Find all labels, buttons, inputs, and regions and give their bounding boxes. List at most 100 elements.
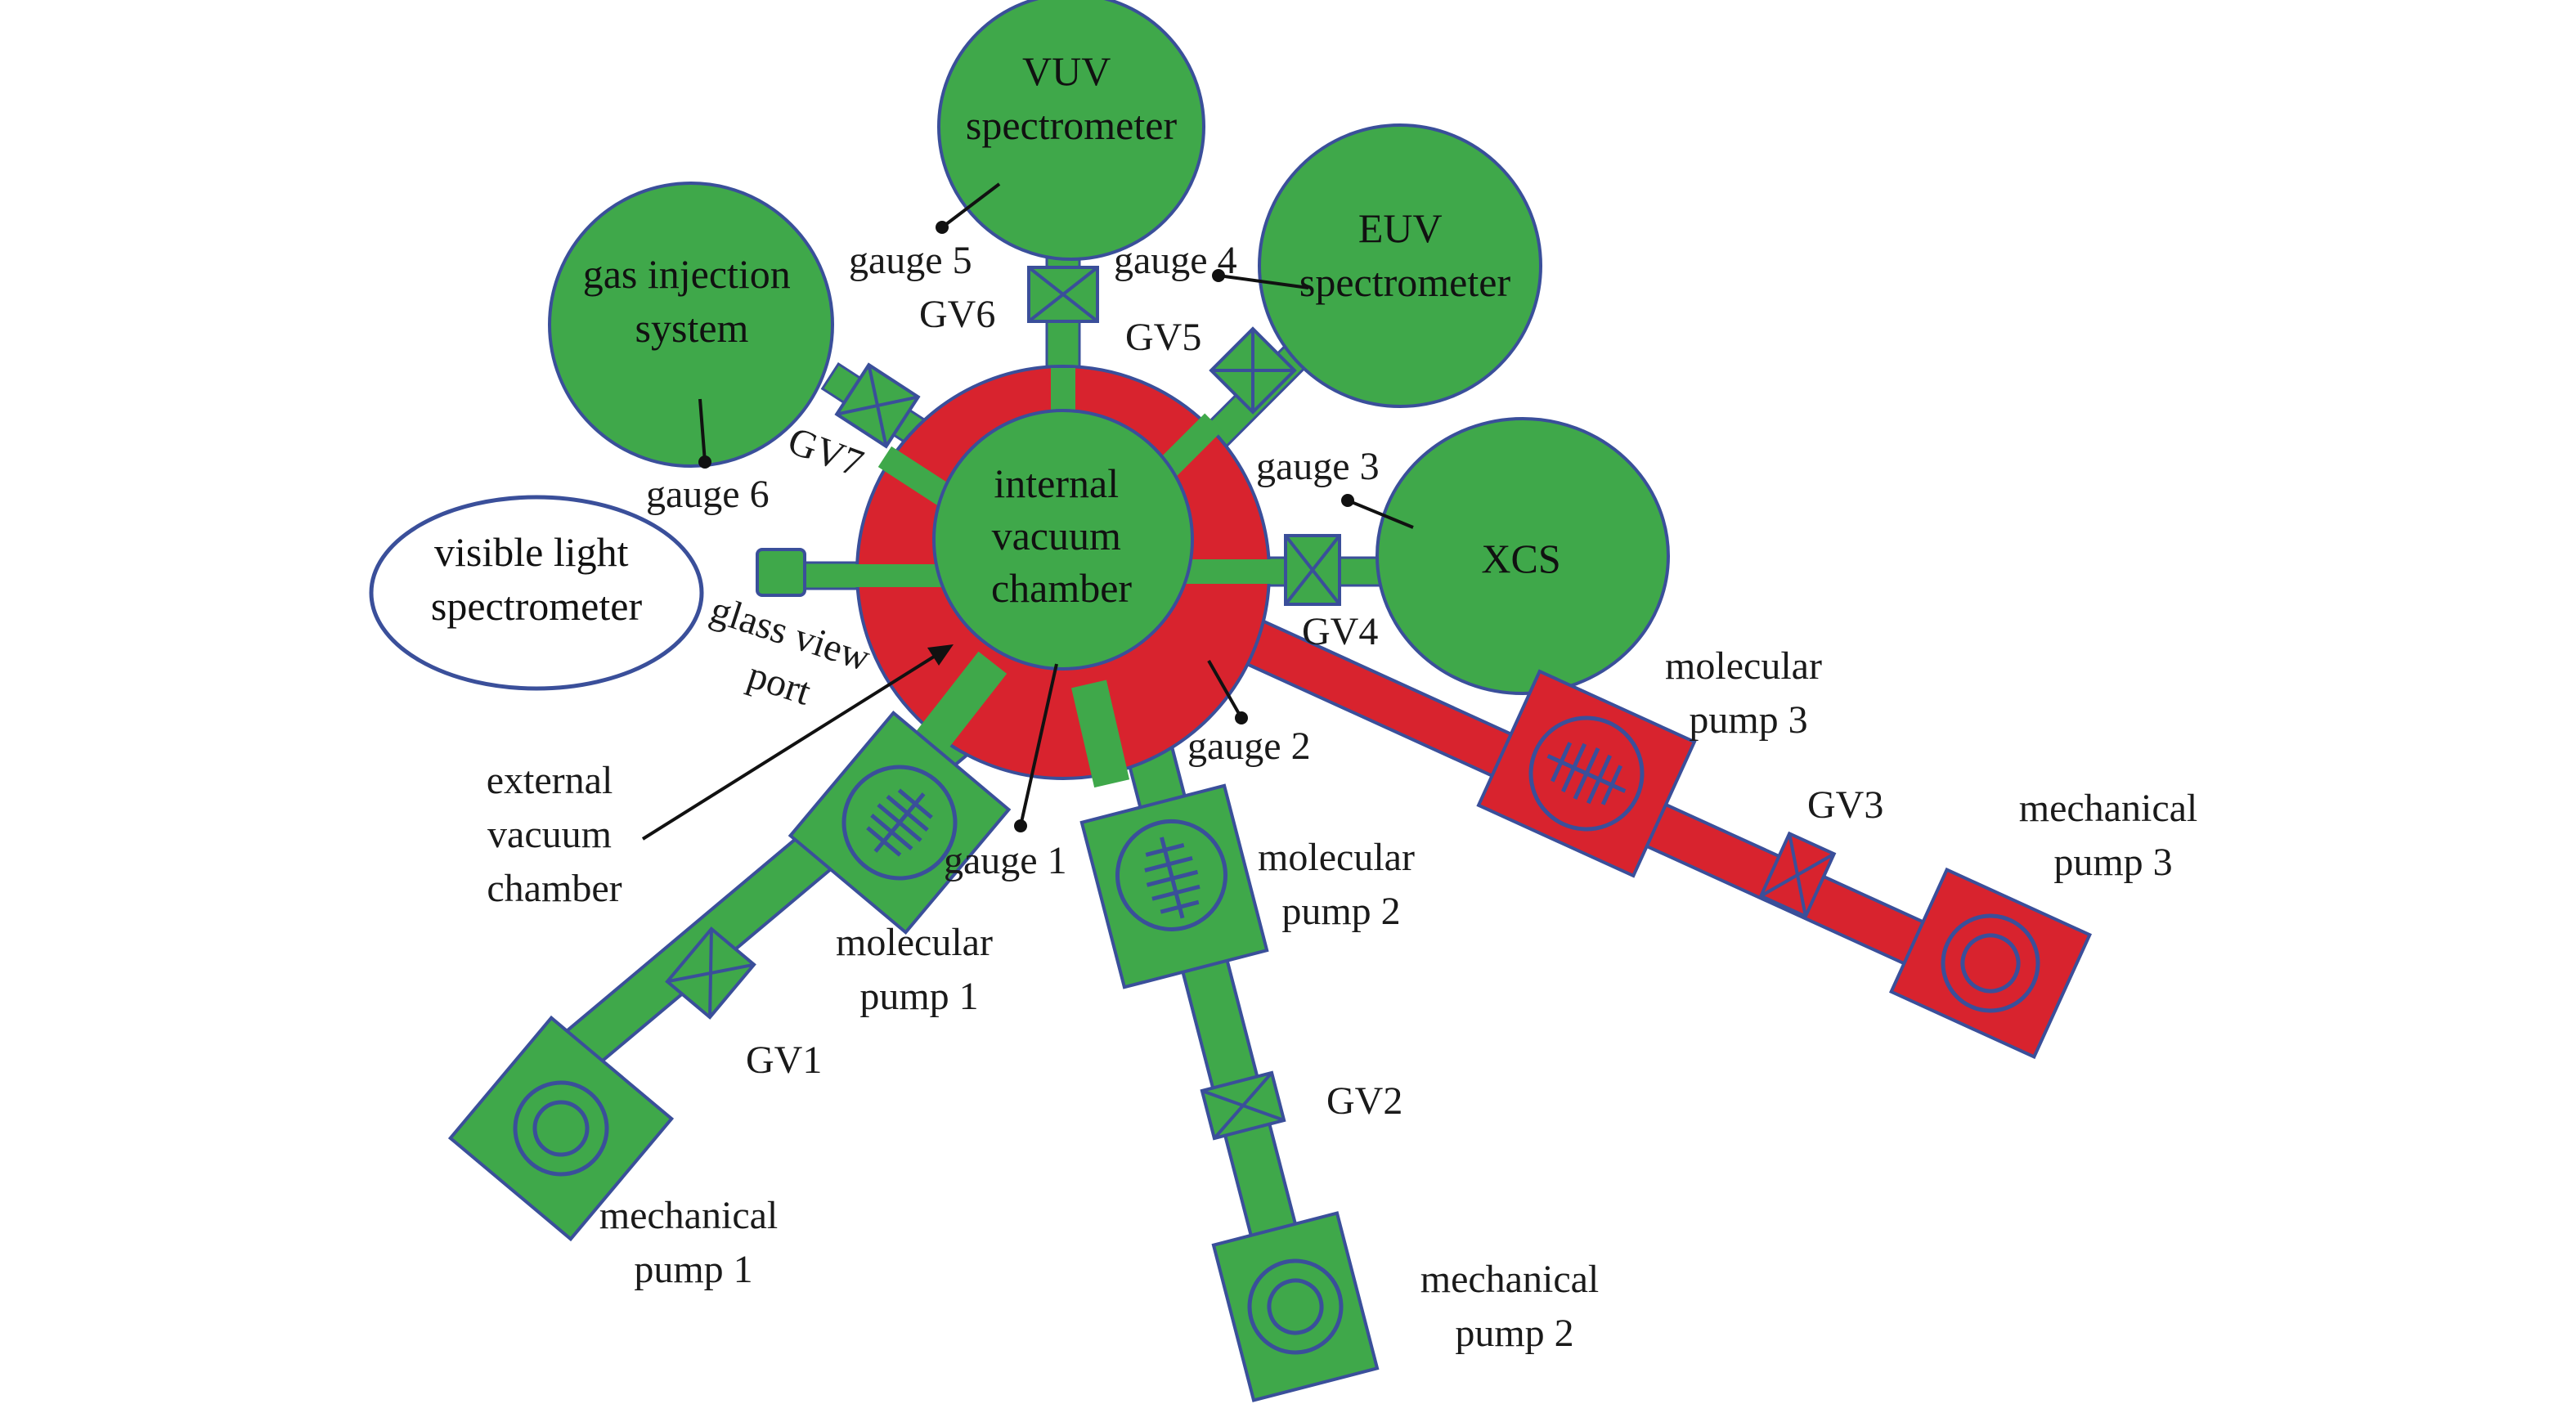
gas-injection-label-line1: gas injection <box>583 251 791 297</box>
molecular-pump-2-label-line1: molecular <box>1258 836 1415 879</box>
gas-injection-system <box>548 182 834 468</box>
mechanical-pump-2-label-line2: pump 2 <box>1455 1312 1573 1355</box>
mechanical-pump-3-label: mechanical pump 3 <box>2019 787 2208 884</box>
vuv-label: VUV spectrometer <box>966 48 1178 148</box>
mechanical-pump-2-label: mechanical pump 2 <box>1420 1258 1609 1355</box>
glass-view-port-label: glass view port <box>689 588 884 731</box>
molecular-pump-1-label: molecular pump 1 <box>836 921 1003 1018</box>
gauge-5-label: gauge 5 <box>849 239 972 282</box>
spoke-right <box>1178 559 1276 584</box>
gauge-2-dot <box>1235 711 1248 724</box>
labels: VUV spectrometer EUV spectrometer gas in… <box>431 48 2208 1355</box>
gauge-5-dot <box>936 221 949 234</box>
xcs-label-line1: XCS <box>1481 536 1560 581</box>
gv7-label: GV7 <box>783 419 869 486</box>
mechanical-pump-1-label-line2: pump 1 <box>634 1248 752 1291</box>
leader-gauge-4 <box>1218 274 1309 289</box>
molecular-pump-3-label: molecular pump 3 <box>1665 644 1832 742</box>
leader-external-chamber <box>641 651 942 841</box>
gv3-label: GV3 <box>1807 783 1883 827</box>
gas-injection-label: gas injection system <box>583 251 801 351</box>
valve-gv2 <box>1200 1070 1286 1141</box>
turbo-blades-icon <box>866 788 933 857</box>
gauge-1-label: gauge 1 <box>944 839 1067 882</box>
euv-label-line1: EUV <box>1358 205 1443 251</box>
molecular-pump-3-label-line2: pump 3 <box>1689 698 1807 742</box>
turbo-blades-icon <box>1546 742 1627 805</box>
mechanical-pump-1 <box>447 1015 675 1242</box>
gauge-4-label: gauge 4 <box>1114 239 1237 282</box>
euv-label-line2: spectrometer <box>1299 259 1511 305</box>
molecular-pump-3-label-line1: molecular <box>1665 644 1822 688</box>
turbo-blades-icon <box>1144 837 1200 919</box>
external-chamber-label-line2: vacuum <box>487 813 612 856</box>
visible-light-label-line1: visible light <box>434 529 629 575</box>
glass-view-port <box>756 548 806 597</box>
gv5-label: GV5 <box>1125 316 1201 359</box>
molecular-pump-1-label-line2: pump 1 <box>859 975 978 1018</box>
valve-gv4 <box>1284 534 1341 606</box>
internal-chamber-label: internal vacuum chamber <box>991 460 1132 611</box>
glass-view-port-label-line2: port <box>743 653 817 715</box>
visible-light-label: visible light spectrometer <box>431 529 643 629</box>
gv6-label: GV6 <box>919 293 995 336</box>
gauge-2-label: gauge 2 <box>1187 724 1311 768</box>
gauge-1-dot <box>1014 819 1027 832</box>
pumps <box>447 669 2093 1402</box>
valve-gv1 <box>665 926 756 1020</box>
external-chamber-label-line1: external <box>487 759 613 802</box>
mechanical-pump-3-label-line2: pump 3 <box>2053 841 2172 884</box>
mechanical-pump-3 <box>1888 867 2093 1060</box>
valve-gv3 <box>1758 831 1837 919</box>
valve-gv7 <box>834 362 921 449</box>
gauge-3-label: gauge 3 <box>1256 445 1380 488</box>
internal-vacuum-chamber <box>932 409 1194 671</box>
leader-gauge-1 <box>1019 663 1058 827</box>
leader-gauge-6 <box>698 398 707 463</box>
molecular-pump-2 <box>1079 783 1269 989</box>
gauge-6-label: gauge 6 <box>646 473 770 516</box>
mechanical-pump-1-label-line1: mechanical <box>599 1194 779 1237</box>
external-chamber-label: external vacuum chamber <box>487 759 623 910</box>
gv4-label: GV4 <box>1302 610 1378 653</box>
molecular-pump-2-label: molecular pump 2 <box>1258 836 1425 933</box>
vuv-label-line1: VUV <box>1022 48 1111 94</box>
mechanical-pump-3-label-line1: mechanical <box>2019 787 2198 830</box>
molecular-pump-2-label-line2: pump 2 <box>1281 890 1400 933</box>
external-chamber-label-line3: chamber <box>487 867 622 910</box>
spoke-lower-left <box>915 651 1008 755</box>
xcs <box>1376 417 1670 695</box>
gv1-label: GV1 <box>746 1038 822 1082</box>
leader-gauge-3 <box>1347 499 1414 529</box>
visible-light-spectrometer <box>369 495 704 691</box>
gauge-3-dot <box>1341 494 1354 507</box>
valve-gv5 <box>1209 326 1297 415</box>
gas-injection-label-line2: system <box>635 305 749 351</box>
internal-chamber-label-line2: vacuum <box>992 513 1121 558</box>
molecular-pump-1 <box>788 710 1012 935</box>
gv2-label: GV2 <box>1326 1079 1402 1123</box>
mechanical-pump-2-label-line1: mechanical <box>1420 1258 1600 1301</box>
spoke-left <box>850 564 949 587</box>
valves <box>665 266 1837 1141</box>
euv-label: EUV spectrometer <box>1299 205 1511 305</box>
xcs-label: XCS <box>1481 536 1560 581</box>
spoke-lower-right <box>1071 680 1130 788</box>
molecular-pump-1-label-line1: molecular <box>836 921 993 964</box>
vuv-spectrometer <box>937 0 1205 261</box>
gauge-4-dot <box>1212 269 1225 282</box>
leaders <box>641 182 1414 841</box>
arrowhead-external-chamber <box>927 644 954 666</box>
leader-gauge-2 <box>1207 660 1243 719</box>
molecular-pump-3 <box>1476 669 1697 878</box>
internal-chamber-label-line1: internal <box>994 460 1119 506</box>
euv-spectrometer <box>1258 123 1542 408</box>
valve-gv6 <box>1027 266 1099 323</box>
gauge-6-dot <box>698 455 711 469</box>
mechanical-pump-2 <box>1211 1211 1380 1402</box>
visible-light-label-line2: spectrometer <box>431 583 643 629</box>
internal-chamber-label-line3: chamber <box>991 565 1132 611</box>
vuv-label-line2: spectrometer <box>966 102 1178 148</box>
mechanical-pump-1-label: mechanical pump 1 <box>599 1194 788 1291</box>
